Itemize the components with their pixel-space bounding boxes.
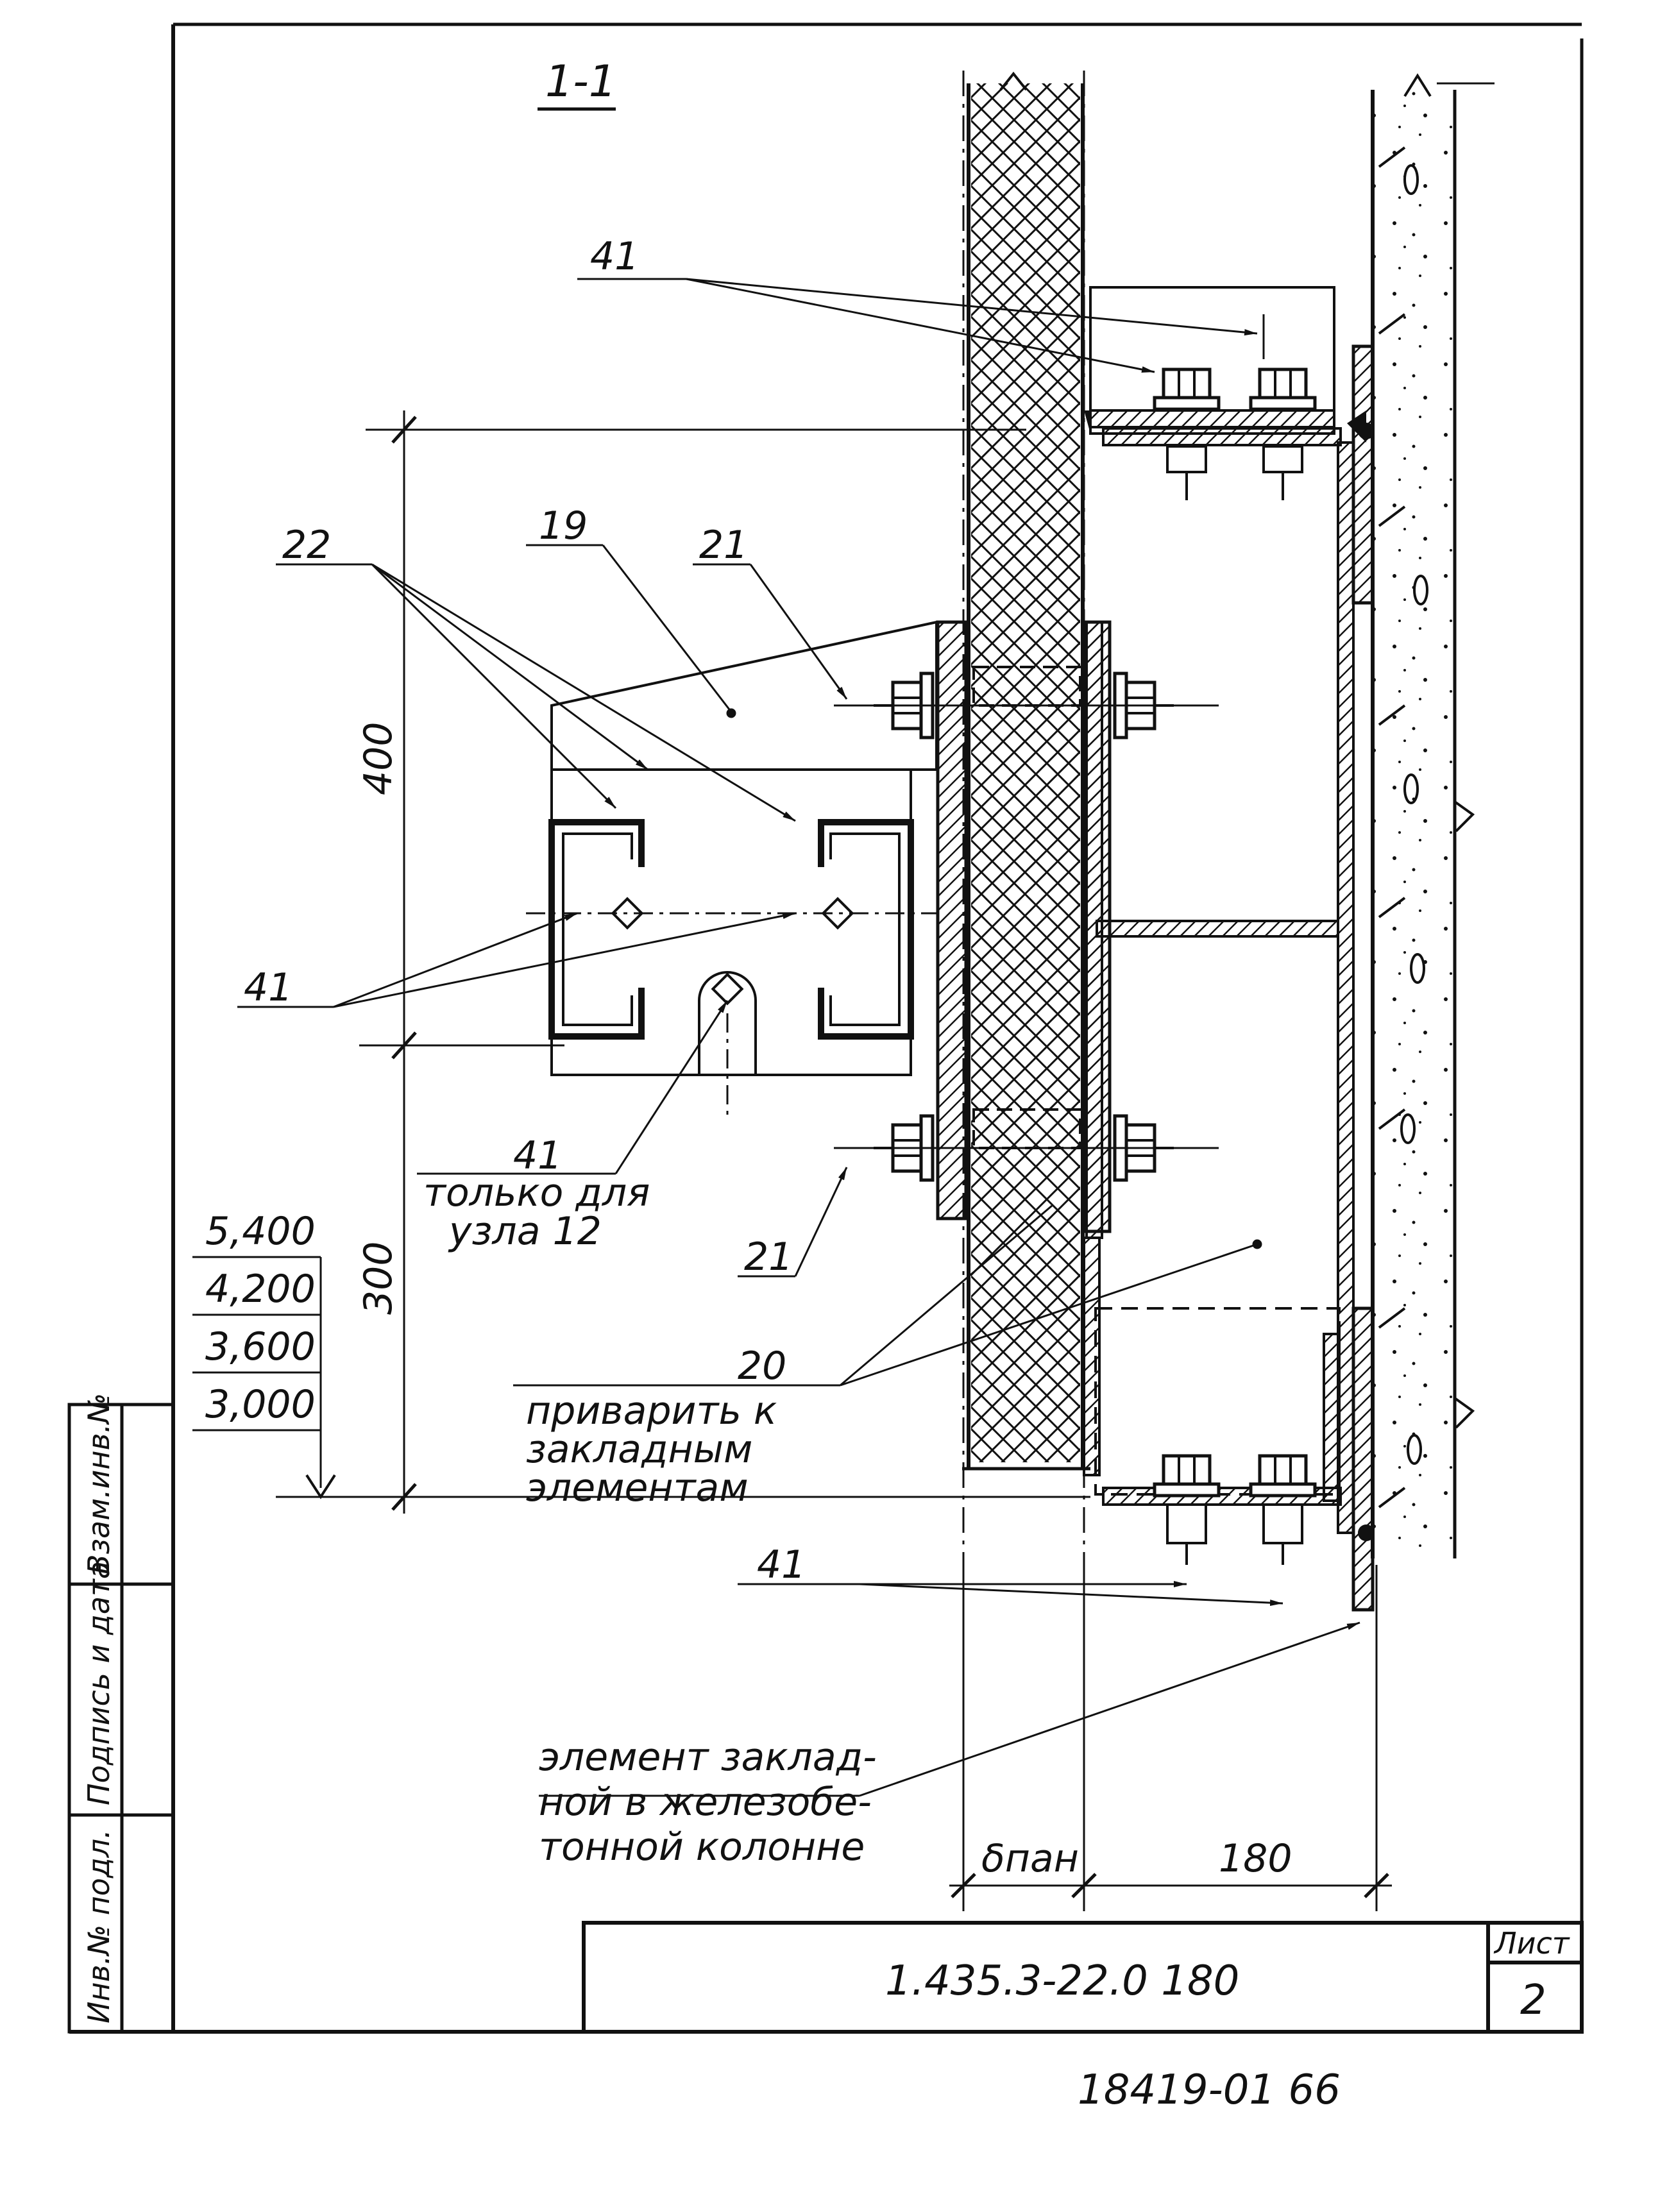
archive-number: 18419-01 66 [1078, 2066, 1341, 2114]
sheet-number: 2 [1520, 1977, 1546, 2024]
label-41-note-1: только для [423, 1170, 650, 1215]
steel-post [1083, 441, 1355, 1534]
drawing-code: 1.435.3-22.0 180 [885, 1957, 1239, 2005]
label-embed-note-3: тонной колонне [539, 1825, 865, 1870]
labels: 41 22 19 21 41 41 только для узла 12 21 … [244, 234, 877, 1870]
side-stamp: Взам.инв.№ Подпись и дата Инв.№ подл. [67, 1393, 175, 2034]
top-bracket [1084, 286, 1366, 500]
label-41-mid: 41 [513, 1133, 562, 1178]
elevation-mark: 3,600 [205, 1324, 316, 1369]
stamp-signature-date: Подпись и дата [81, 1561, 116, 1805]
elevation-mark: 4,200 [205, 1267, 316, 1312]
title-block: 1.435.3-22.0 180 Лист 2 [582, 1921, 1584, 2034]
label-20: 20 [738, 1344, 786, 1389]
label-22: 22 [282, 523, 331, 568]
section-title-group: 1-1 [538, 56, 616, 111]
label-21-bottom: 21 [744, 1235, 793, 1279]
bolt-icon [1155, 1456, 1219, 1496]
label-41-note-2: узла 12 [448, 1209, 602, 1254]
label-20-note-1: приварить к [526, 1389, 777, 1433]
dimension-panel: δпан [981, 1836, 1079, 1881]
elevation-mark: 5,400 [205, 1209, 316, 1254]
embedded-plate [1351, 344, 1375, 1612]
clamp-plates [834, 620, 1219, 1233]
label-20-note-2: закладным [526, 1427, 752, 1472]
bottom-bracket [1094, 1307, 1342, 1565]
bolt-icon [1251, 369, 1315, 409]
label-21-top: 21 [699, 523, 748, 568]
dimension-vertical: 400 300 [276, 410, 1090, 1514]
dimension-300: 300 [356, 1241, 401, 1315]
elevation-mark: 3,000 [205, 1382, 316, 1427]
concrete-column [1371, 73, 1495, 1558]
dimension-180: 180 [1219, 1836, 1292, 1881]
label-41-bottom: 41 [757, 1542, 806, 1587]
label-41-top: 41 [590, 234, 639, 279]
stamp-inv-orig: Инв.№ подл. [81, 1829, 116, 2023]
stamp-replace-inv: Взам.инв.№ [81, 1393, 116, 1575]
label-20-note-3: элементам [526, 1465, 749, 1510]
bolt-icon [1155, 369, 1219, 409]
plate-19 [526, 620, 938, 1116]
sheet-label: Лист [1493, 1926, 1570, 1961]
label-embed-note-2: ной в железобе- [539, 1780, 872, 1825]
elevation-list: 5,400 4,200 3,600 3,000 [192, 1209, 336, 1499]
bolt-icon [1251, 1456, 1315, 1496]
label-19: 19 [539, 503, 588, 548]
sheet-frame [69, 22, 1584, 2034]
sandwich-panel [962, 71, 1090, 1471]
leaders [237, 278, 1360, 1797]
section-title: 1-1 [545, 56, 616, 107]
centerlines [962, 71, 1378, 1911]
dimension-horizontal: δпан 180 [949, 1836, 1392, 1898]
label-41-left: 41 [244, 965, 292, 1010]
label-embed-note-1: элемент заклад- [539, 1735, 877, 1780]
dimension-400: 400 [356, 722, 401, 795]
